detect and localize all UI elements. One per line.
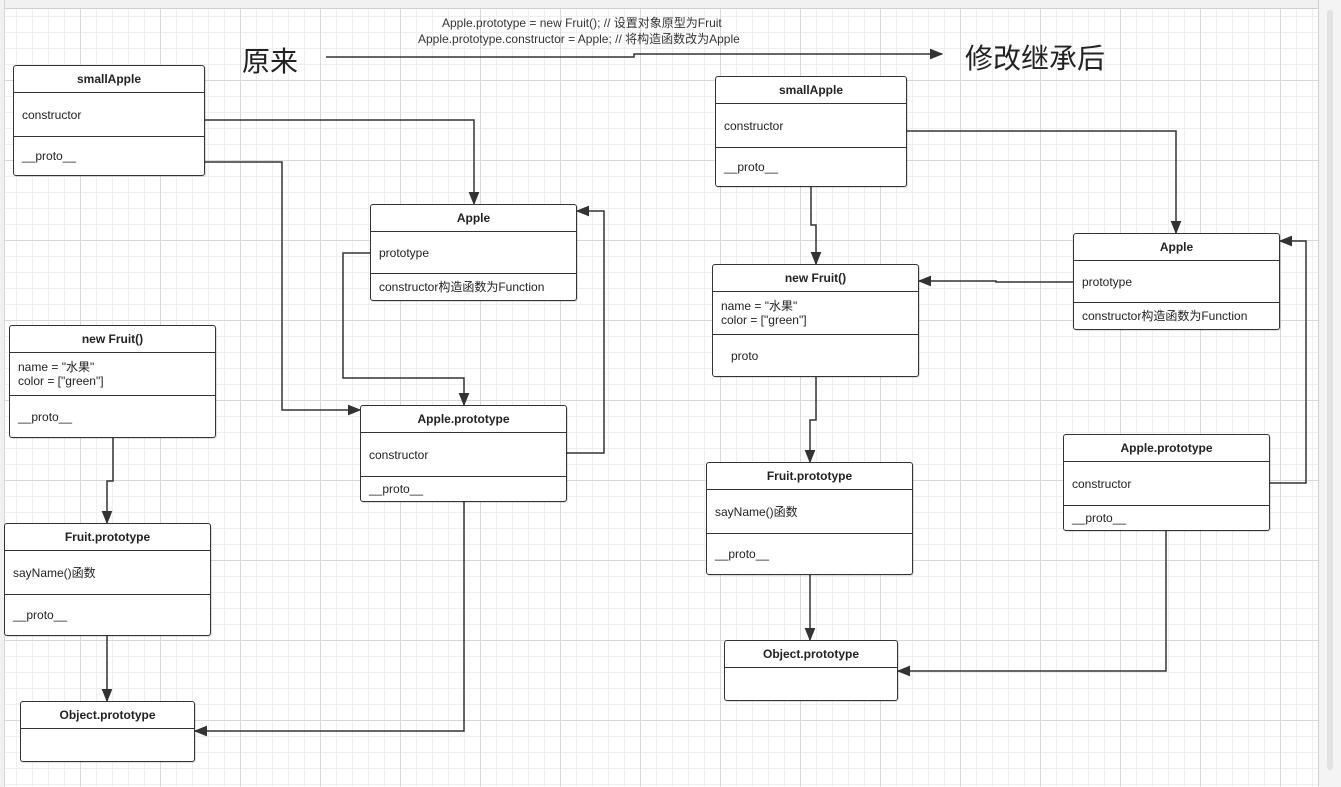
field-text: sayName()函数 xyxy=(715,504,798,519)
field-text: constructor xyxy=(22,107,82,122)
node-title: new Fruit() xyxy=(713,265,918,292)
node-field: constructor构造函数为Function xyxy=(371,273,576,300)
node-field: constructor构造函数为Function xyxy=(1074,302,1279,329)
field-text: __proto__ xyxy=(13,607,68,622)
field-text: constructor xyxy=(1072,476,1132,491)
right-apple-prototype-proto-to-object xyxy=(896,531,1167,677)
field-text: constructor xyxy=(369,447,429,462)
node-title: Object.prototype xyxy=(21,702,194,729)
field-text: color = ["green"] xyxy=(18,374,104,388)
left-new-fruit-node[interactable]: new Fruit() name = "水果" color = ["green"… xyxy=(9,325,216,438)
node-title: Apple.prototype xyxy=(361,406,566,433)
code-line-1: Apple.prototype = new Fruit(); // 设置对象原型… xyxy=(442,16,722,30)
node-title: Apple xyxy=(1074,234,1279,261)
right-apple-prototype-node[interactable]: Apple.prototype constructor __proto__ xyxy=(1063,434,1270,531)
node-field: __proto__ xyxy=(361,476,566,501)
node-field: name = "水果" color = ["green"] xyxy=(10,353,215,395)
node-title: smallApple xyxy=(14,66,204,93)
node-field: name = "水果" color = ["green"] xyxy=(713,292,918,334)
right-new-fruit-proto-to-fruit-prototype xyxy=(804,377,817,464)
right-object-prototype-node[interactable]: Object.prototype xyxy=(724,640,898,701)
field-text: name = "水果" xyxy=(18,360,95,374)
field-text: __proto__ xyxy=(724,159,779,174)
left-small-apple-constructor-to-apple xyxy=(205,119,480,206)
vertical-scrollbar[interactable] xyxy=(1318,0,1341,787)
node-title: Apple xyxy=(371,205,576,232)
field-text: name = "水果" xyxy=(721,299,798,313)
left-apple-prototype-node[interactable]: Apple.prototype constructor __proto__ xyxy=(360,405,567,502)
right-new-fruit-node[interactable]: new Fruit() name = "水果" color = ["green"… xyxy=(712,264,919,377)
right-apple-prototype-to-new-fruit xyxy=(917,275,1073,287)
right-small-apple-constructor-to-apple xyxy=(907,130,1182,235)
right-apple-node[interactable]: Apple prototype constructor构造函数为Function xyxy=(1073,233,1280,330)
node-field: __proto__ xyxy=(14,136,204,174)
left-object-prototype-node[interactable]: Object.prototype xyxy=(20,701,195,762)
canvas-left-ruler xyxy=(0,0,5,787)
field-text: prototype xyxy=(379,245,430,260)
node-field: constructor xyxy=(14,93,204,136)
left-fruit-prototype-node[interactable]: Fruit.prototype sayName()函数 __proto__ xyxy=(4,523,211,636)
field-text: sayName()函数 xyxy=(13,565,96,580)
left-apple-prototype-proto-to-object xyxy=(193,502,465,737)
field-text: constructor构造函数为Function xyxy=(379,280,545,294)
field-text: __proto__ xyxy=(18,409,73,424)
field-text: constructor xyxy=(724,118,784,133)
field-text: __proto__ xyxy=(1072,511,1127,525)
scrollbar-thumb[interactable] xyxy=(1327,10,1333,770)
node-title: Apple.prototype xyxy=(1064,435,1269,462)
field-text: __proto__ xyxy=(22,148,77,163)
field-text: __proto__ xyxy=(369,482,424,496)
right-small-apple-node[interactable]: smallApple constructor __proto__ xyxy=(715,76,907,187)
left-small-apple-node[interactable]: smallApple constructor __proto__ xyxy=(13,65,205,176)
node-field: prototype xyxy=(371,232,576,273)
node-field: __proto__ xyxy=(5,594,210,634)
canvas-top-bar xyxy=(0,0,1341,9)
left-small-apple-proto-to-apple-prototype xyxy=(205,161,362,416)
left-title: 原来 xyxy=(242,45,299,78)
field-text: __proto__ xyxy=(715,546,770,561)
node-field: proto xyxy=(713,334,918,376)
node-title: smallApple xyxy=(716,77,906,104)
node-field: __proto__ xyxy=(716,147,906,185)
left-apple-node[interactable]: Apple prototype constructor构造函数为Function xyxy=(370,204,577,301)
node-field: __proto__ xyxy=(707,533,912,573)
code-line-2: Apple.prototype.constructor = Apple; // … xyxy=(418,32,740,46)
node-title: Object.prototype xyxy=(725,641,897,668)
node-title: Fruit.prototype xyxy=(707,463,912,490)
right-fruit-prototype-node[interactable]: Fruit.prototype sayName()函数 __proto__ xyxy=(706,462,913,575)
node-field: sayName()函数 xyxy=(5,551,210,594)
node-field: sayName()函数 xyxy=(707,490,912,533)
node-field: __proto__ xyxy=(10,395,215,437)
node-field: __proto__ xyxy=(1064,505,1269,530)
node-field: constructor xyxy=(361,433,566,476)
right-small-apple-proto-to-new-fruit xyxy=(810,187,822,266)
right-title: 修改继承后 xyxy=(965,42,1106,75)
left-new-fruit-proto-to-fruit-prototype xyxy=(101,438,114,525)
header-arrow xyxy=(326,48,944,60)
node-title: Fruit.prototype xyxy=(5,524,210,551)
node-field: constructor xyxy=(1064,462,1269,505)
node-field: constructor xyxy=(716,104,906,147)
field-text: color = ["green"] xyxy=(721,313,807,327)
field-text: prototype xyxy=(1082,274,1133,289)
node-title: new Fruit() xyxy=(10,326,215,353)
field-text: constructor构造函数为Function xyxy=(1082,309,1248,323)
node-field: prototype xyxy=(1074,261,1279,302)
field-text: proto xyxy=(731,348,759,363)
